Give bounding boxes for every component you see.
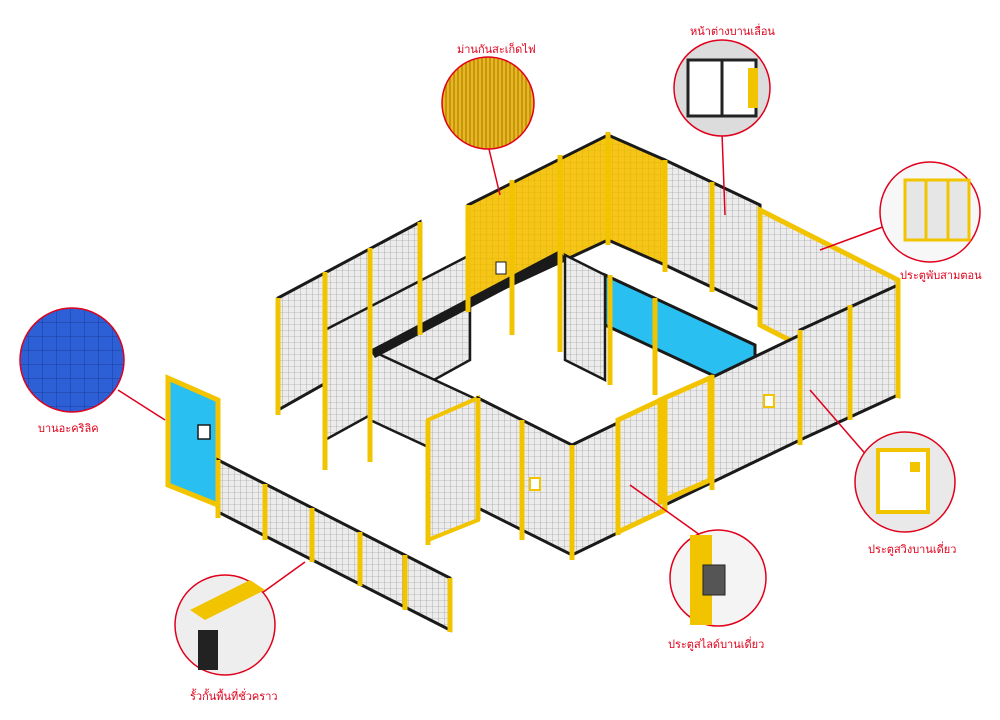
mesh-panel xyxy=(426,394,480,543)
yellow-mesh-panel xyxy=(606,132,667,268)
callout-label-fire-curtain: ม่านกันสะเก็ดไฟ xyxy=(457,43,536,56)
mesh-panel xyxy=(563,252,607,383)
leader-line xyxy=(721,132,726,216)
sliding-door-photo xyxy=(669,529,767,627)
callout-label-single-sliding-door: ประตูสไลด์บานเดี่ยว xyxy=(668,638,765,651)
acrylic-door-panel xyxy=(165,374,221,509)
fence-structure xyxy=(165,132,901,633)
acrylic-panel-photo xyxy=(19,307,125,413)
folding-door-photo xyxy=(879,161,981,263)
fence-posts xyxy=(275,132,901,560)
view-window xyxy=(529,477,541,491)
leader-line xyxy=(487,144,501,196)
callout-label-single-swing-door: ประตูสวิงบานเดี่ยว xyxy=(868,543,957,556)
mesh-panel xyxy=(476,395,574,558)
leader-line xyxy=(117,389,166,421)
fire-curtain-photo xyxy=(441,56,535,150)
view-window xyxy=(763,394,775,408)
temporary-fence-posts xyxy=(215,460,453,632)
swing-door-photo xyxy=(854,431,956,533)
callouts xyxy=(19,39,981,676)
callout-label-tri-fold-door: ประตูพับสามตอน xyxy=(900,269,982,282)
sliding-window-photo xyxy=(673,39,771,137)
leader-line xyxy=(629,484,701,536)
callout-label-sliding-window: หน้าต่างบานเลื่อน xyxy=(690,25,775,38)
callout-label-acrylic-panel: บานอะคริลิค xyxy=(38,422,99,435)
temporary-fence-photo xyxy=(174,574,276,676)
leader-line xyxy=(819,224,889,251)
callout-label-temporary-fence: รั้วกั้นพื้นที่ชั่วคราว xyxy=(190,690,278,703)
view-window xyxy=(495,261,507,275)
door-window xyxy=(197,424,211,440)
